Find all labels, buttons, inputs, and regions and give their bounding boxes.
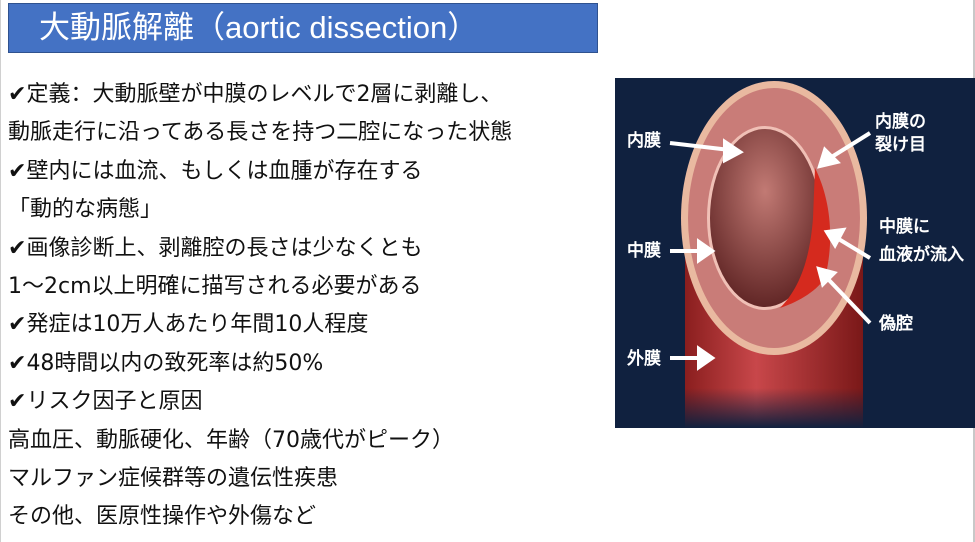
check-icon: ✔ — [8, 235, 27, 261]
label-intimal-tear-2: 裂け目 — [875, 135, 926, 155]
label-intima: 内膜 — [627, 131, 661, 151]
label-media: 中膜 — [627, 241, 661, 261]
check-icon: ✔ — [8, 82, 27, 107]
bullet-continuation: 高血圧、動脈硬化、年齢（70歳代がピーク） — [8, 422, 512, 460]
line-text: 48時間以内の致死率は約50% — [26, 350, 324, 376]
false-lumen — [780, 168, 831, 308]
label-adventitia: 外膜 — [627, 349, 661, 369]
bullet-continuation: 1〜2cm以上明確に描写される必要がある — [8, 268, 512, 306]
line-text: 壁内には血流、もしくは血腫が存在する — [26, 158, 423, 184]
line-text: その他、医原性操作や外傷など — [8, 504, 317, 530]
bullet-item: ✔壁内には血流、もしくは血腫が存在する — [8, 153, 512, 191]
check-icon: ✔ — [8, 158, 27, 184]
check-icon: ✔ — [8, 350, 27, 376]
label-arrows — [669, 131, 872, 371]
line-text: 発症は10万人あたり年間10人程度 — [26, 312, 369, 338]
label-false-lumen: 偽腔 — [879, 314, 913, 334]
bullet-item: ✔画像診断上、剥離腔の長さは少なくとも — [8, 230, 512, 268]
line-text: リスク因子と原因 — [26, 389, 203, 415]
line-text: 動脈走行に沿ってある長さを持つ二腔になった状態 — [8, 120, 513, 146]
line-text: マルファン症候群等の遺伝性疾患 — [8, 465, 339, 491]
bullet-continuation: 「動的な病態」 — [8, 191, 512, 229]
bullet-continuation: その他、医原性操作や外傷など — [8, 498, 512, 536]
bullet-list: ✔定義：大動脈壁が中膜のレベルで2層に剥離し、動脈走行に沿ってある長さを持つ二腔… — [8, 76, 512, 537]
bullet-item: ✔定義：大動脈壁が中膜のレベルで2層に剥離し、 — [8, 76, 512, 114]
aorta-diagram — [669, 81, 872, 428]
label-inflow-2: 血液が流入 — [879, 245, 964, 265]
bullet-continuation: マルファン症候群等の遺伝性疾患 — [8, 460, 512, 498]
aortic-dissection-illustration: 内膜 内膜の 裂け目 中膜 中膜に 血液が流入 偽腔 外膜 — [615, 78, 975, 428]
line-text: 高血圧、動脈硬化、年齢（70歳代がピーク） — [8, 427, 454, 453]
slide-title: 大動脈解離（aortic dissection） — [8, 3, 598, 53]
bullet-item: ✔発症は10万人あたり年間10人程度 — [8, 306, 512, 344]
check-icon: ✔ — [8, 312, 27, 338]
true-lumen — [710, 129, 820, 307]
check-icon: ✔ — [8, 389, 27, 415]
label-inflow-1: 中膜に — [879, 217, 930, 237]
line-text: 「動的な病態」 — [8, 197, 163, 223]
line-text: 画像診断上、剥離腔の長さは少なくとも — [26, 235, 423, 261]
line-text: 定義：大動脈壁が中膜のレベルで2層に剥離し、 — [26, 82, 503, 107]
label-intimal-tear-1: 内膜の — [875, 112, 926, 132]
bullet-item: ✔48時間以内の致死率は約50% — [8, 345, 512, 383]
line-text: 1〜2cm以上明確に描写される必要がある — [8, 273, 422, 299]
bullet-item: ✔リスク因子と原因 — [8, 383, 512, 421]
bullet-continuation: 動脈走行に沿ってある長さを持つ二腔になった状態 — [8, 114, 512, 152]
